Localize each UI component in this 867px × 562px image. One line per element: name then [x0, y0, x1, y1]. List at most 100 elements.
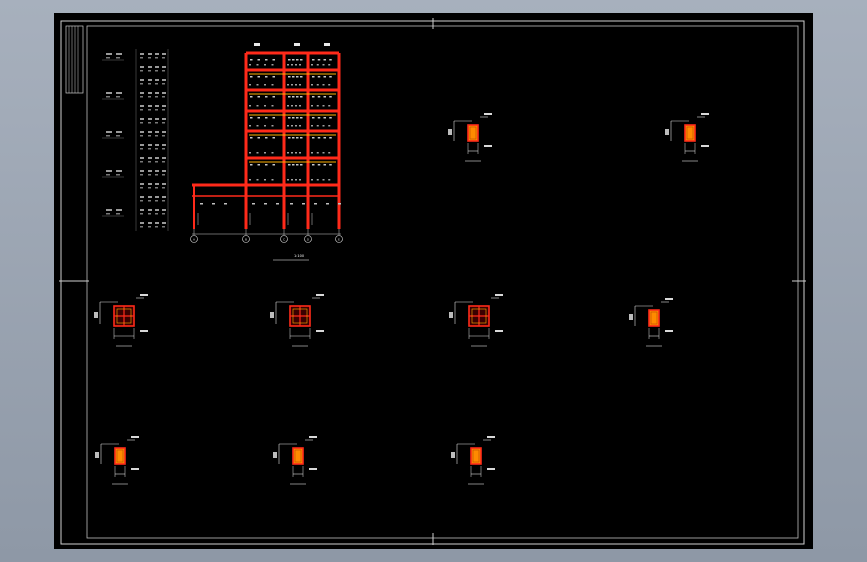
column-section [648, 309, 660, 327]
schedule-cell [155, 122, 158, 124]
rebar-tag [323, 59, 326, 61]
rebar-tag [326, 203, 329, 205]
schedule-cell [155, 144, 159, 146]
schedule-cell [106, 209, 112, 211]
schedule-cell [162, 213, 165, 215]
schedule-cell [162, 183, 166, 185]
stirrup [292, 308, 308, 324]
schedule-cell [140, 209, 144, 211]
rebar-note [316, 294, 324, 296]
rebar-tag [317, 59, 321, 61]
dim-text [451, 452, 455, 458]
rebar-tag [256, 179, 259, 181]
schedule-cell [162, 109, 165, 111]
rebar-tag [328, 125, 331, 127]
schedule-cell [116, 135, 120, 137]
schedule-cell [155, 131, 159, 133]
stirrup [116, 449, 124, 463]
rebar-note [140, 330, 148, 332]
rebar-tag [312, 164, 315, 166]
rebar-tag [257, 164, 260, 166]
rebar-tag [272, 137, 275, 139]
rebar-note [701, 145, 709, 147]
rebar-tag [312, 59, 315, 61]
rebar-tag [311, 125, 313, 127]
schedule-cell [116, 213, 120, 215]
rebar-tag [271, 84, 274, 86]
rebar-tag [250, 164, 253, 166]
rebar-tag [292, 137, 295, 139]
rebar-tag [316, 84, 319, 86]
rebar-tag [271, 105, 274, 107]
rebar-tag [329, 59, 332, 61]
schedule-cell [155, 196, 159, 198]
rebar-tag [316, 152, 319, 154]
rebar-note [495, 330, 503, 332]
rebar-tag [295, 125, 297, 127]
column-section [292, 447, 304, 465]
top-label [294, 43, 300, 46]
rebar-tag [290, 203, 293, 205]
schedule-cell [148, 226, 151, 228]
dim-text [448, 129, 452, 135]
rebar-tag [256, 105, 259, 107]
schedule-cell [162, 157, 166, 159]
rebar-tag [317, 117, 321, 119]
rebar-tag [302, 203, 305, 205]
rebar-tag [317, 164, 321, 166]
rebar-tag [272, 76, 275, 78]
axis-label: C [283, 238, 285, 242]
rebar-tag [265, 164, 268, 166]
schedule-cell [148, 53, 152, 55]
schedule-cell [162, 83, 165, 85]
schedule-cell [155, 183, 159, 185]
rebar-tag [328, 105, 331, 107]
rebar-tag [312, 137, 315, 139]
rebar-tag [257, 96, 260, 98]
rebar-note [131, 436, 139, 438]
rebar-tag [271, 152, 274, 154]
rebar-tag [322, 179, 325, 181]
schedule-cell [162, 131, 166, 133]
rebar-note [140, 294, 148, 296]
rebar-note [309, 436, 317, 438]
rebar-tag [288, 59, 291, 61]
rebar-tag [296, 137, 299, 139]
schedule-cell [155, 209, 159, 211]
rebar-tag [300, 96, 303, 98]
rebar-tag [292, 117, 295, 119]
schedule-cell [148, 57, 151, 59]
rebar-tag [291, 84, 293, 86]
rebar-tag [296, 59, 299, 61]
rebar-tag [257, 59, 260, 61]
rebar-note [487, 468, 495, 470]
schedule-cell [116, 209, 122, 211]
rebar-tag [271, 64, 274, 66]
top-label [324, 43, 330, 46]
column-section-detail [451, 436, 495, 485]
schedule-cell [148, 79, 152, 81]
rebar-tag [311, 152, 313, 154]
rebar-tag [252, 203, 255, 205]
column-section-detail [270, 294, 324, 347]
schedule-cell [140, 157, 144, 159]
schedule-cell [162, 66, 166, 68]
rebar-tag [264, 84, 266, 86]
schedule-cell [155, 157, 159, 159]
rebar-tag [257, 137, 260, 139]
schedule-cell [148, 92, 152, 94]
rebar-tag [328, 64, 331, 66]
schedule-cell [162, 187, 165, 189]
schedule-cell [106, 57, 110, 59]
schedule-cell [148, 170, 152, 172]
rebar-tag [264, 125, 266, 127]
schedule-cell [116, 96, 120, 98]
rebar-note [495, 294, 503, 296]
rebar-tag [249, 125, 251, 127]
rebar-tag [287, 152, 289, 154]
rebar-tag [322, 64, 325, 66]
schedule-cell [140, 196, 144, 198]
rebar-tag [249, 64, 251, 66]
